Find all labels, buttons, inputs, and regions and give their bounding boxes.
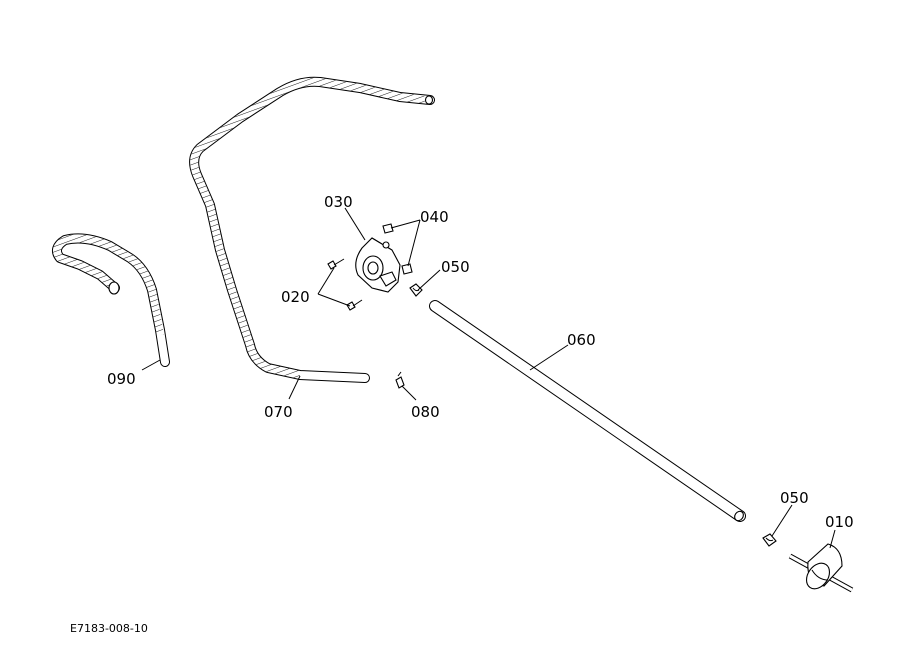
- reference-code: E7183-008-10: [70, 622, 148, 635]
- label-050-upper: 050: [441, 258, 470, 276]
- fuel-filter-010: [788, 543, 854, 593]
- label-090: 090: [107, 370, 136, 388]
- label-020: 020: [281, 288, 310, 306]
- label-030: 030: [324, 193, 353, 211]
- hose-clip-050-lower: [762, 533, 777, 547]
- leader-lines: [141, 207, 836, 549]
- label-080: 080: [411, 403, 440, 421]
- nuts-040: [382, 223, 413, 275]
- fuel-hose-090: [51, 233, 170, 367]
- clip-080: [395, 371, 405, 389]
- label-040: 040: [420, 208, 449, 226]
- pipe-060: [429, 300, 746, 522]
- fuel-hose-070: [189, 76, 435, 383]
- bolts-020: [327, 258, 363, 311]
- label-010: 010: [825, 513, 854, 531]
- fuel-pump-030: [355, 237, 401, 293]
- label-050-lower: 050: [780, 489, 809, 507]
- hose-clip-050-upper: [409, 283, 423, 297]
- label-070: 070: [264, 403, 293, 421]
- label-060: 060: [567, 331, 596, 349]
